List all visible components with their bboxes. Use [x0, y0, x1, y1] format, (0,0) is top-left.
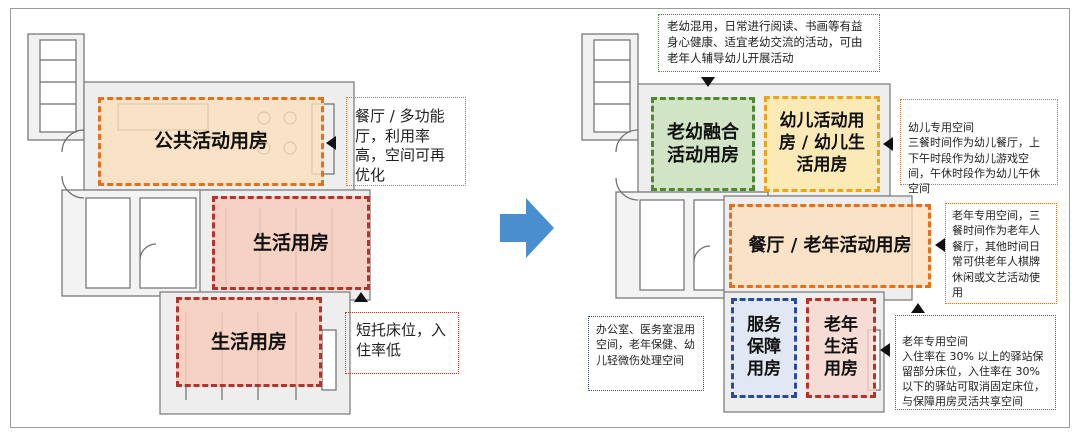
pointer-left-icon [935, 238, 945, 252]
pointer-left-icon [880, 343, 890, 357]
note-elderly-space: 老年专用空间，三餐时间作为老年人餐厅，其他时间日常可供老年人棋牌休闲或文艺活动使… [945, 203, 1057, 304]
pointer-down-icon [701, 77, 715, 87]
note-mixed-use-text: 老幼混用，日常进行阅读、书画等有益身心健康、适宜老幼交流的活动，可由老年人辅导幼… [667, 19, 863, 65]
zone-dining-elderly-label: 餐厅 / 老年活动用房 [748, 235, 912, 257]
pointer-left-icon [883, 137, 893, 151]
note-children-space-text: 幼儿专用空间 三餐时间作为幼儿餐厅，上下午时段作为幼儿游戏空间，午休时段作为幼儿… [908, 121, 1040, 195]
zone-living-2-label: 生活用房 [210, 330, 287, 353]
zone-living-1: 生活用房 [212, 196, 370, 290]
note-mixed-use: 老幼混用，日常进行阅读、书画等有益身心健康、适宜老幼交流的活动，可由老年人辅导幼… [658, 14, 880, 72]
note-dining: 餐厅 / 多功能厅，利用率高，空间可再优化 [346, 97, 466, 186]
note-respite-text: 短托床位，入住率低 [356, 321, 447, 360]
zone-living-2: 生活用房 [176, 297, 322, 387]
zone-public-activity-label: 公共活动用房 [153, 130, 268, 153]
note-dining-text: 餐厅 / 多功能厅，利用率高，空间可再优化 [355, 107, 446, 184]
zone-service-label: 服务保障用房 [747, 315, 781, 379]
note-office: 办公室、医务室混用空间，老年保健、幼儿轻微伤处理空间 [588, 316, 704, 391]
note-office-text: 办公室、医务室混用空间，老年保健、幼儿轻微伤处理空间 [596, 323, 695, 367]
note-elderly-beds: 老年专用空间 入住率在 30% 以上的驿站保留部分床位，入住率在 30% 以下的… [895, 315, 1056, 410]
zone-public-activity: 公共活动用房 [98, 97, 324, 186]
zone-living-1-label: 生活用房 [252, 231, 329, 254]
zone-elderly-living: 老年生活用房 [806, 298, 876, 398]
zone-children: 幼儿活动用房 / 幼儿生活用房 [764, 96, 880, 192]
zone-children-label: 幼儿活动用房 / 幼儿生活用房 [778, 111, 866, 175]
zone-elderly-living-label: 老年生活用房 [824, 315, 858, 379]
pointer-up-icon [354, 292, 368, 302]
zone-intergenerational-label: 老幼融合活动用房 [667, 121, 739, 166]
pointer-left-icon [326, 136, 336, 150]
note-elderly-space-text: 老年专用空间，三餐时间作为老年人餐厅，其他时间日常可供老年人棋牌休闲或文艺活动使… [952, 209, 1040, 299]
note-children-space: 幼儿专用空间 三餐时间作为幼儿餐厅，上下午时段作为幼儿游戏空间，午休时段作为幼儿… [900, 99, 1058, 195]
zone-service: 服务保障用房 [731, 298, 797, 398]
zone-dining-elderly: 餐厅 / 老年活动用房 [729, 204, 931, 288]
note-respite: 短托床位，入住率低 [345, 312, 459, 374]
note-elderly-beds-text: 老年专用空间 入住率在 30% 以上的驿站保留部分床位，入住率在 30% 以下的… [902, 335, 1045, 409]
zone-intergenerational: 老幼融合活动用房 [651, 97, 755, 191]
pointer-up-icon [911, 303, 925, 313]
transform-arrow-icon [500, 198, 554, 258]
